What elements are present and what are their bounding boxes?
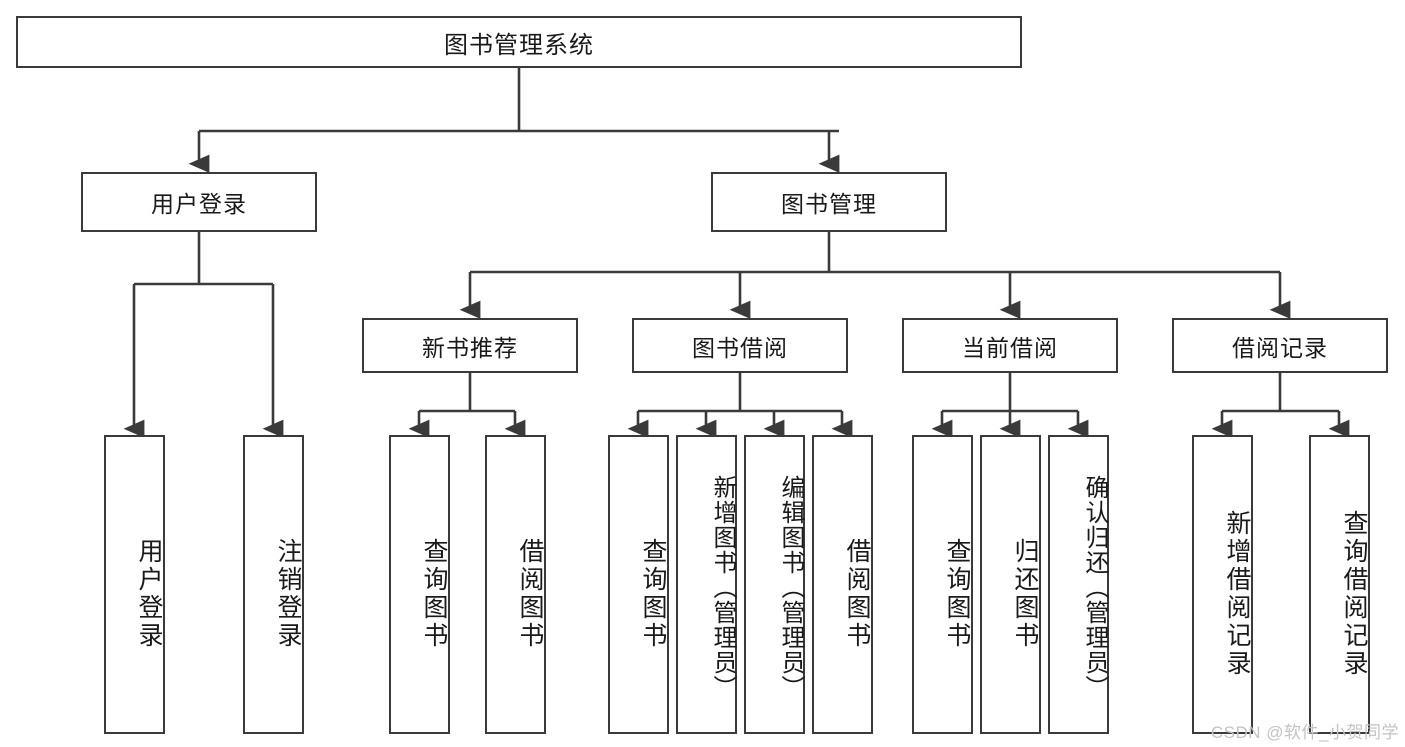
node-leaf-borrow-book-2[interactable]: 借阅图书 (812, 435, 873, 734)
node-leaf-edit-book-label: 编辑图书（管理员） (777, 475, 804, 700)
node-current-borrow[interactable]: 当前借阅 (902, 318, 1118, 373)
node-borrow-record-label: 借阅记录 (1232, 334, 1328, 361)
node-leaf-query-record-label: 查询借阅记录 (1340, 509, 1368, 678)
node-leaf-add-record-label: 新增借阅记录 (1223, 509, 1251, 678)
node-user-login-label: 用户登录 (151, 191, 247, 217)
node-leaf-confirm-return-label: 确认归还（管理员） (1081, 475, 1108, 700)
node-leaf-user-logout[interactable]: 注销登录 (243, 435, 304, 734)
node-leaf-user-login[interactable]: 用户登录 (104, 435, 165, 734)
node-leaf-query-book-3[interactable]: 查询图书 (912, 435, 973, 734)
node-borrow-record[interactable]: 借阅记录 (1172, 318, 1388, 373)
node-leaf-query-book-1[interactable]: 查询图书 (389, 435, 450, 734)
node-leaf-query-book-1-label: 查询图书 (420, 537, 448, 650)
node-new-book-recommend[interactable]: 新书推荐 (362, 318, 578, 373)
node-new-book-recommend-label: 新书推荐 (422, 334, 518, 361)
node-book-management[interactable]: 图书管理 (711, 172, 947, 232)
node-leaf-query-book-2[interactable]: 查询图书 (608, 435, 669, 734)
node-leaf-edit-book[interactable]: 编辑图书（管理员） (744, 435, 805, 734)
node-book-borrow[interactable]: 图书借阅 (632, 318, 848, 373)
node-user-login[interactable]: 用户登录 (81, 172, 317, 232)
node-leaf-confirm-return[interactable]: 确认归还（管理员） (1048, 435, 1109, 734)
node-leaf-borrow-book-1-label: 借阅图书 (516, 537, 544, 650)
node-leaf-user-logout-label: 注销登录 (274, 537, 302, 650)
node-leaf-query-record[interactable]: 查询借阅记录 (1309, 435, 1370, 734)
node-leaf-add-book-label: 新增图书（管理员） (709, 475, 736, 700)
node-leaf-borrow-book-1[interactable]: 借阅图书 (485, 435, 546, 734)
csdn-watermark: CSDN @软件_小贺同学 (1210, 723, 1399, 742)
node-leaf-add-record[interactable]: 新增借阅记录 (1192, 435, 1253, 734)
node-leaf-add-book[interactable]: 新增图书（管理员） (676, 435, 737, 734)
node-book-borrow-label: 图书借阅 (692, 334, 788, 361)
node-root[interactable]: 图书管理系统 (16, 16, 1022, 68)
node-leaf-borrow-book-2-label: 借阅图书 (843, 537, 871, 650)
node-leaf-return-book-label: 归还图书 (1011, 537, 1039, 650)
node-leaf-user-login-label: 用户登录 (135, 537, 163, 650)
node-current-borrow-label: 当前借阅 (962, 334, 1058, 361)
node-leaf-return-book[interactable]: 归还图书 (980, 435, 1041, 734)
node-leaf-query-book-3-label: 查询图书 (943, 537, 971, 650)
node-book-management-label: 图书管理 (781, 191, 877, 217)
node-root-label: 图书管理系统 (444, 31, 594, 59)
node-leaf-query-book-2-label: 查询图书 (639, 537, 667, 650)
